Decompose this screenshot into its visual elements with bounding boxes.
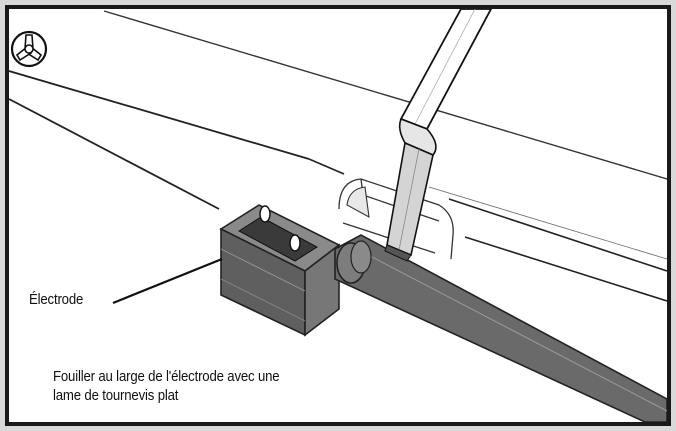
screwdriver	[384, 9, 493, 262]
figure-frame: Électrode Fouiller au large de l'électro…	[5, 5, 671, 426]
instruction-caption: Fouiller au large de l'électrode avec un…	[53, 367, 280, 405]
burner-end-cap-icon	[10, 30, 48, 68]
instruction-line-2: lame de tournevis plat	[53, 387, 179, 404]
instruction-line-1: Fouiller au large de l'électrode avec un…	[53, 368, 280, 385]
electrode-callout-label: Électrode	[29, 291, 84, 308]
electrode-rod	[334, 234, 667, 422]
electrode-block	[219, 204, 341, 337]
burner-tube	[9, 9, 667, 302]
electrode-removal-illustration	[9, 9, 667, 422]
callout-leader-line	[112, 257, 223, 305]
